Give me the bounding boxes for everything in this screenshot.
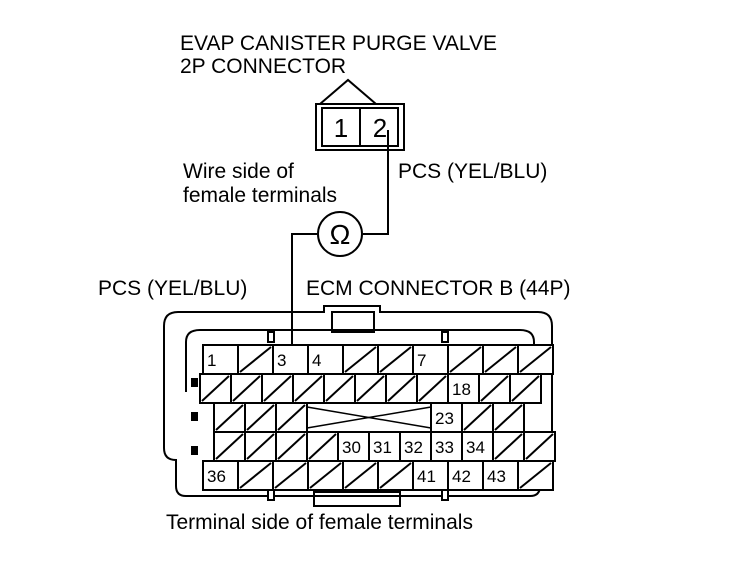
unused-terminal-hatch (387, 375, 416, 402)
purge-valve-subtitle: 2P CONNECTOR (180, 55, 346, 78)
unused-terminal-hatch (344, 462, 377, 489)
ecm-wire-label: PCS (YEL/BLU) (98, 277, 247, 300)
terminal-number: 43 (487, 467, 506, 486)
unused-terminal-hatch (309, 462, 342, 489)
unused-terminal-hatch (519, 462, 552, 489)
unused-terminal-hatch (449, 346, 482, 373)
terminal-side-note: Terminal side of female terminals (166, 511, 473, 534)
unused-terminal-hatch (379, 462, 412, 489)
unused-terminal-hatch (484, 346, 517, 373)
unused-terminal-hatch (277, 404, 306, 431)
unused-terminal-hatch (519, 346, 552, 373)
terminal-number: 1 (207, 351, 216, 370)
terminal-number: 3 (277, 351, 286, 370)
purge-valve-connector (315, 78, 405, 151)
terminal-number: 34 (466, 438, 485, 457)
ecm-connector-housing (163, 305, 553, 507)
unused-terminal-hatch (201, 375, 230, 402)
terminal-number: 32 (404, 438, 423, 457)
unused-terminal-hatch (239, 346, 272, 373)
wire-side-note: Wire side of (183, 160, 294, 183)
unused-terminal-hatch (325, 375, 354, 402)
unused-terminal-hatch (344, 346, 377, 373)
unused-terminal-hatch (246, 404, 275, 431)
terminal-number: 30 (342, 438, 361, 457)
purge-valve-pin-1: 1 (334, 113, 348, 143)
purge-wire-label: PCS (YEL/BLU) (398, 160, 547, 183)
terminal-number: 7 (417, 351, 426, 370)
terminal-number: 33 (435, 438, 454, 457)
unused-terminal-hatch (308, 433, 337, 460)
terminal-cell (482, 460, 519, 491)
unused-terminal-hatch (246, 433, 275, 460)
unused-terminal-hatch (480, 375, 509, 402)
ohmmeter-icon (317, 211, 363, 257)
unused-terminal-hatch (274, 462, 307, 489)
terminal-number: 31 (373, 438, 392, 457)
unused-terminal-hatch (263, 375, 292, 402)
terminal-number: 36 (207, 467, 226, 486)
terminal-number: 18 (452, 380, 471, 399)
unused-terminal-hatch (463, 404, 492, 431)
ohm-symbol: Ω (330, 219, 351, 250)
terminal-number: 42 (452, 467, 471, 486)
unused-terminal-hatch (494, 404, 523, 431)
terminal-cell (461, 431, 494, 462)
terminal-number: 41 (417, 467, 436, 486)
unused-terminal-hatch (418, 375, 447, 402)
unused-terminal-hatch (232, 375, 261, 402)
unused-terminal-hatch (356, 375, 385, 402)
keyway-cross (306, 406, 432, 429)
test-leads (291, 130, 389, 345)
unused-terminal-hatch (294, 375, 323, 402)
unused-terminal-hatch (494, 433, 523, 460)
unused-terminal-hatch (215, 433, 244, 460)
unused-terminal-hatch (525, 433, 554, 460)
wire-side-note-2: female terminals (183, 184, 337, 207)
terminal-number: 4 (312, 351, 321, 370)
unused-terminal-hatch (277, 433, 306, 460)
ecm-connector-title: ECM CONNECTOR B (44P) (306, 277, 570, 300)
terminal-cell (412, 460, 449, 491)
unused-terminal-hatch (511, 375, 540, 402)
purge-valve-title: EVAP CANISTER PURGE VALVE (180, 32, 497, 55)
terminal-cell (447, 460, 484, 491)
unused-terminal-hatch (239, 462, 272, 489)
unused-terminal-hatch (215, 404, 244, 431)
purge-valve-pin-2: 2 (373, 113, 387, 143)
terminal-number: 23 (435, 409, 454, 428)
terminal-cell (202, 344, 239, 375)
unused-terminal-hatch (379, 346, 412, 373)
